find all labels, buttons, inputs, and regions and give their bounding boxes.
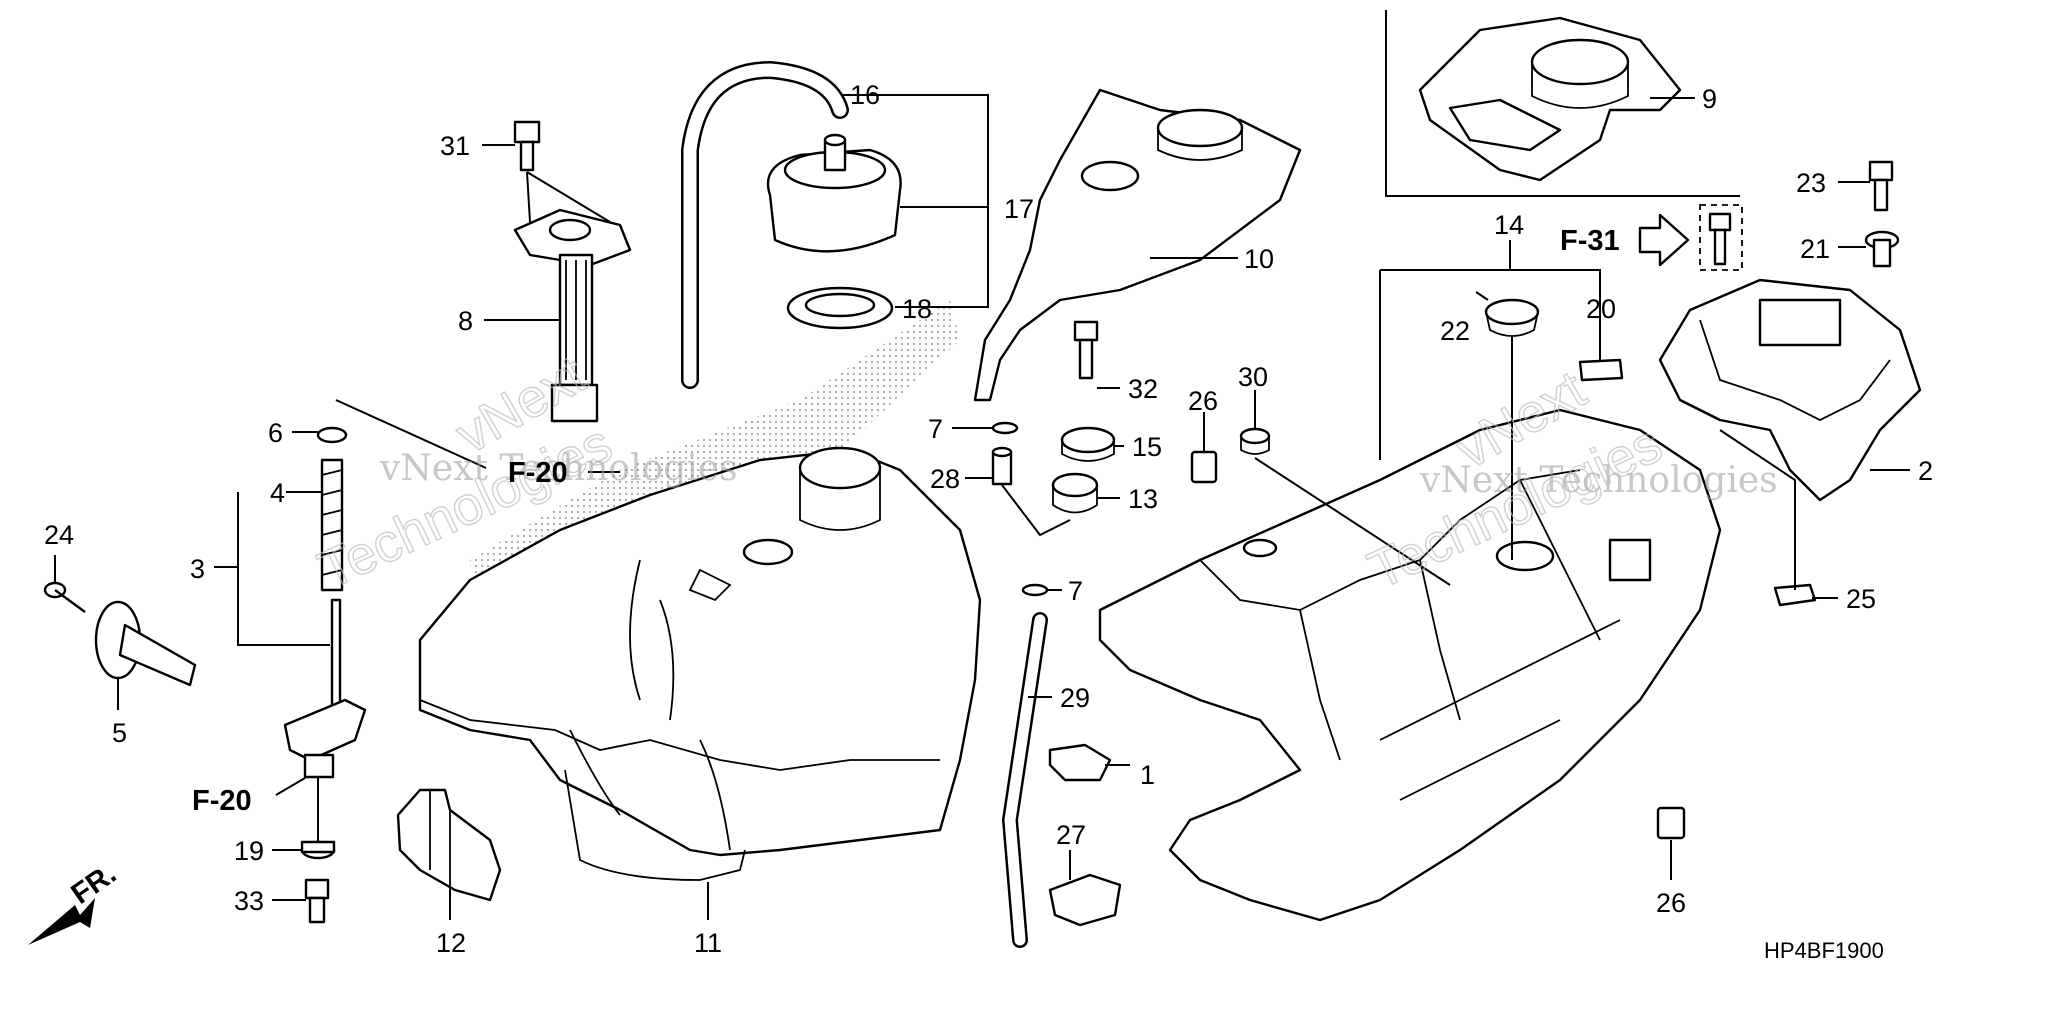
part-number-10: 10 bbox=[1244, 244, 1274, 274]
bolt-31 bbox=[513, 120, 541, 172]
ref-f20-lower: F-20 bbox=[192, 785, 252, 817]
part-number-28: 28 bbox=[930, 464, 960, 494]
part-number-13: 13 bbox=[1128, 484, 1158, 514]
part-number-5: 5 bbox=[112, 718, 127, 748]
part-number-18: 18 bbox=[902, 294, 932, 324]
part-number-24: 24 bbox=[44, 520, 74, 550]
f31-arrow-icon bbox=[1638, 213, 1690, 267]
part-number-23: 23 bbox=[1796, 168, 1826, 198]
screw-24 bbox=[43, 581, 86, 613]
grommet-13 bbox=[1051, 472, 1099, 514]
nut-25 bbox=[1773, 583, 1817, 607]
bolt-23 bbox=[1868, 160, 1894, 212]
bracket-2 bbox=[1658, 278, 1922, 502]
pad-20 bbox=[1578, 358, 1624, 382]
hose-29 bbox=[1001, 612, 1048, 948]
part-number-20: 20 bbox=[1586, 294, 1616, 324]
ref-f20-upper: F-20 bbox=[508, 457, 568, 489]
part-number-31: 31 bbox=[440, 131, 470, 161]
part-number-33: 33 bbox=[234, 886, 264, 916]
part-number-19: 19 bbox=[234, 836, 264, 866]
clip-1 bbox=[1048, 743, 1112, 782]
part-number-11: 11 bbox=[694, 928, 722, 958]
clip-27 bbox=[1048, 873, 1122, 927]
part-number-30: 30 bbox=[1238, 362, 1268, 392]
inset-frame bbox=[1385, 10, 1740, 197]
part-number-9: 9 bbox=[1702, 84, 1717, 114]
part-number-27: 27 bbox=[1056, 820, 1086, 850]
washer-19 bbox=[300, 840, 336, 860]
fuel-valve-3 bbox=[283, 598, 367, 779]
reference-labels: F-20 F-20 F-31 FR. HP4BF1900 bbox=[66, 225, 1884, 963]
part-number-14: 14 bbox=[1494, 210, 1524, 240]
fuel-gauge-8 bbox=[513, 208, 632, 423]
fuel-cap-17 bbox=[766, 133, 902, 253]
part-number-7b: 7 bbox=[1068, 576, 1083, 606]
strainer-4 bbox=[320, 458, 344, 592]
cap-22 bbox=[1484, 298, 1540, 337]
part-number-29: 29 bbox=[1060, 683, 1090, 713]
part-number-25: 25 bbox=[1846, 584, 1876, 614]
plug-30 bbox=[1239, 427, 1271, 455]
part-number-7a: 7 bbox=[928, 414, 943, 444]
gasket-18 bbox=[786, 286, 894, 330]
front-arrow-icon bbox=[28, 898, 95, 945]
shroud-10 bbox=[973, 88, 1302, 402]
bolt-32 bbox=[1073, 320, 1099, 380]
ref-f31: F-31 bbox=[1560, 225, 1620, 257]
part-number-15: 15 bbox=[1132, 432, 1162, 462]
part-number-22: 22 bbox=[1440, 316, 1470, 346]
clip-7b bbox=[1021, 583, 1049, 597]
fuel-tank-11 bbox=[418, 446, 982, 881]
bracket-12 bbox=[396, 788, 502, 902]
direction-label: FR. bbox=[66, 858, 123, 911]
part-number-26a: 26 bbox=[1188, 386, 1218, 416]
part-number-16: 16 bbox=[850, 80, 880, 110]
drawing-code: HP4BF1900 bbox=[1764, 938, 1884, 963]
part-number-17: 17 bbox=[1004, 194, 1034, 224]
tube-16 bbox=[681, 60, 849, 389]
part-number-21: 21 bbox=[1800, 234, 1830, 264]
collar-15 bbox=[1060, 426, 1116, 462]
part-number-12: 12 bbox=[436, 928, 466, 958]
part-number-8: 8 bbox=[458, 306, 473, 336]
leader-lines bbox=[54, 94, 1910, 920]
washer-6 bbox=[316, 426, 348, 444]
part-number-1: 1 bbox=[1140, 760, 1155, 790]
part-number-32: 32 bbox=[1128, 374, 1158, 404]
part-number-26b: 26 bbox=[1656, 888, 1686, 918]
watermark-line2b: vNext Technologies bbox=[1419, 460, 1778, 501]
nut-26a bbox=[1190, 450, 1218, 484]
part-number-3: 3 bbox=[190, 554, 205, 584]
watermark-line2a: vNext Technologies bbox=[379, 448, 738, 489]
part-number-4: 4 bbox=[270, 478, 285, 508]
part-labels: 1 2 3 4 5 6 7 7 8 9 10 11 12 13 14 15 16… bbox=[44, 80, 1933, 958]
collar-21 bbox=[1864, 230, 1900, 268]
clip-7a bbox=[991, 421, 1019, 435]
nut-26b bbox=[1656, 806, 1686, 840]
joint-28 bbox=[991, 446, 1013, 486]
bolt-33 bbox=[304, 878, 330, 924]
knob-5 bbox=[94, 600, 197, 687]
part-number-2: 2 bbox=[1918, 456, 1933, 486]
bolt-f31 bbox=[1699, 204, 1743, 271]
part-number-6: 6 bbox=[268, 418, 283, 448]
cover-9 bbox=[1418, 16, 1682, 182]
